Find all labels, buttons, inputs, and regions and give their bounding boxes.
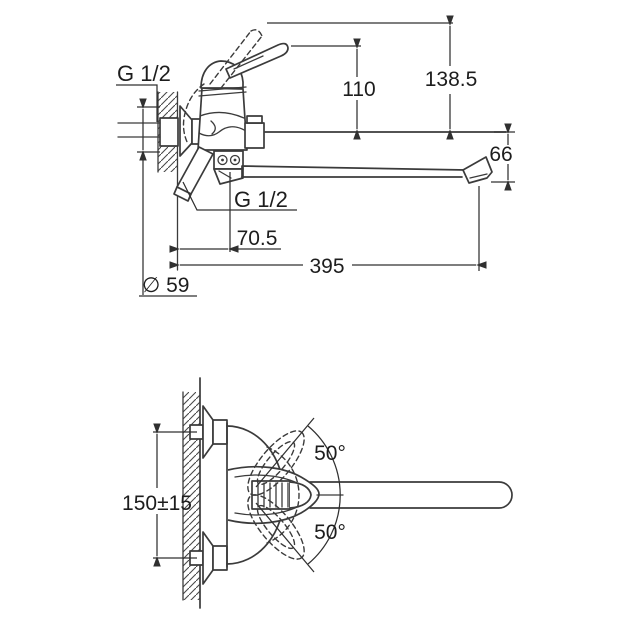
spout-front xyxy=(241,131,507,184)
dim-wall-to-axis: 70.5 xyxy=(169,227,281,253)
mounting-centers-label: 150±15 xyxy=(122,492,192,515)
dim-outlet-thread: G 1/2 xyxy=(182,172,297,252)
lever-handle xyxy=(225,42,289,79)
wall-hatch-top xyxy=(182,377,201,609)
dim-handle-height: 110 xyxy=(291,38,376,140)
dim-spout-reach: 395 xyxy=(169,186,487,278)
wall-connector-top-lower xyxy=(189,531,228,585)
dim-spout-drop: 66 xyxy=(489,123,515,191)
handle-grip-top xyxy=(251,480,312,510)
swivel-angle-down-label: 50° xyxy=(314,521,346,544)
spout-top xyxy=(309,481,513,509)
spout-reach-label: 395 xyxy=(309,255,344,278)
faucet-body-top xyxy=(226,422,513,568)
total-height-label: 138.5 xyxy=(425,68,478,91)
wall-thread-label: G 1/2 xyxy=(117,61,171,86)
mounting-block xyxy=(213,150,244,185)
dim-swivel-angles: 50° 50° xyxy=(255,417,346,573)
dim-total-height: 138.5 xyxy=(267,15,478,140)
spout-connection-stub xyxy=(244,122,265,149)
flange-diameter-label: ∅ 59 xyxy=(142,274,190,297)
dim-flange-diameter: ∅ 59 xyxy=(137,98,197,297)
front-view: G 1/2 138.5 110 66 G 1/2 xyxy=(116,15,515,297)
shower-outlet-pipe xyxy=(173,146,214,202)
outlet-thread-label: G 1/2 xyxy=(234,187,288,212)
wall-connector-top-upper xyxy=(189,405,228,459)
swivel-angle-up-label: 50° xyxy=(314,442,346,465)
top-view: 50° 50° 150±15 xyxy=(122,377,513,609)
wall-to-axis-label: 70.5 xyxy=(237,227,278,250)
dim-mounting-centers: 150±15 xyxy=(122,423,197,567)
faucet-body xyxy=(173,29,289,202)
dim-wall-thread: G 1/2 xyxy=(116,61,171,122)
handle-height-label: 110 xyxy=(342,78,375,101)
lever-handle-raised-dashed xyxy=(182,29,263,145)
spout-drop-label: 66 xyxy=(489,143,512,166)
spout-nozzle xyxy=(462,156,493,184)
